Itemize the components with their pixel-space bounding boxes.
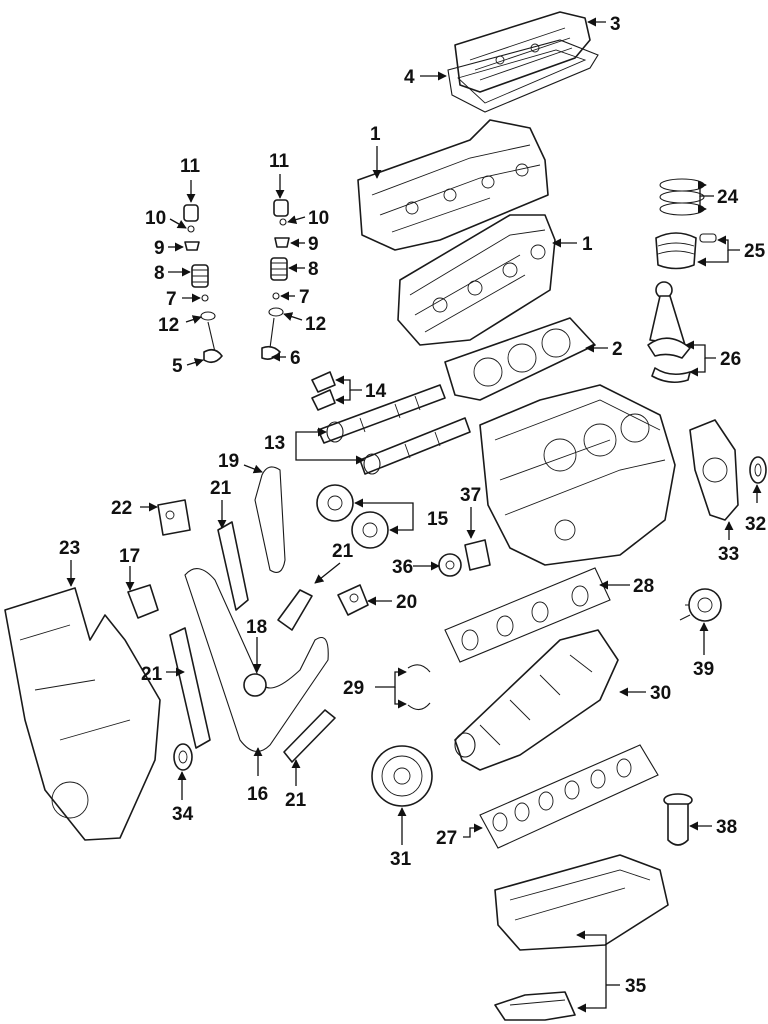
chain-guide-left [169,627,211,749]
callout-12: 12 [305,314,326,335]
callout-17: 17 [119,546,140,567]
callout-36: 36 [392,557,413,578]
callout-32: 32 [745,514,766,535]
callout-26: 26 [720,349,741,370]
callout-30: 30 [650,683,671,704]
callout-16: 16 [247,784,268,805]
callout-10: 10 [145,208,166,229]
callout-21: 21 [285,790,307,811]
callout-11: 11 [180,156,201,177]
callout-4: 4 [404,67,415,88]
callout-35: 35 [625,976,647,997]
camshafts [317,384,471,475]
callout-3: 3 [610,14,621,35]
callout-8: 8 [154,263,165,284]
callout-labels: 1 1 2 3 4 5 6 7 7 8 8 9 9 10 10 11 11 12… [59,14,766,997]
callout-39: 39 [693,659,714,680]
callout-14: 14 [365,381,387,402]
thrust-washers [407,664,431,711]
rear-main-seal [749,456,767,484]
callout-8: 8 [308,259,319,280]
callout-2: 2 [612,339,623,360]
valve-train-right [261,199,290,360]
idler-pulley [438,553,462,577]
leader-lines [66,17,762,1013]
callout-10: 10 [308,208,329,229]
callout-20: 20 [396,592,417,613]
callout-1: 1 [582,234,593,255]
oil-pickup [663,793,693,846]
callout-25: 25 [744,241,766,262]
callout-21: 21 [332,541,354,562]
callout-9: 9 [308,234,319,255]
timing-chain-upper [254,466,286,573]
connecting-rod [647,281,691,384]
callout-21: 21 [210,478,232,499]
callout-7: 7 [299,287,310,308]
valve-cover [454,11,591,93]
callout-37: 37 [460,485,481,506]
main-bearings-upper [444,567,611,663]
chain-tensioner [337,584,369,616]
piston-rings [659,178,705,216]
piston [655,232,717,270]
head-gasket [444,317,596,401]
callout-31: 31 [390,849,412,870]
callout-7: 7 [166,289,177,310]
cylinder-head-lower [397,214,556,346]
crankshaft [454,629,619,771]
callout-6: 6 [290,348,301,369]
oil-pan-lower [494,991,576,1021]
chain-guide-mid [277,589,313,631]
timing-cover [4,587,161,841]
main-bearings-lower [479,744,659,849]
callout-5: 5 [172,356,183,377]
callout-11: 11 [269,151,290,172]
callout-18: 18 [246,617,267,638]
callout-33: 33 [718,544,739,565]
cylinder-head-upper [357,119,549,251]
tensioner-bracket [157,499,191,536]
crank-sprocket [243,673,267,697]
engine-sensor [464,539,491,571]
engine-block [479,384,676,566]
camshaft-caps [311,371,336,411]
idler-bracket [127,584,159,619]
callout-23: 23 [59,538,80,559]
callout-21: 21 [141,664,163,685]
callout-19: 19 [218,451,239,472]
callout-38: 38 [716,817,737,838]
callout-27: 27 [436,828,457,849]
callout-28: 28 [633,576,654,597]
valve-train-left [183,204,223,364]
oil-pan-upper [494,854,669,951]
chain-guide-lower [283,709,336,763]
front-crank-seal [173,743,193,771]
valve-cover-gasket [447,39,599,113]
oil-filter-housing [679,588,722,622]
callout-9: 9 [154,238,165,259]
callout-13: 13 [264,433,285,454]
crank-pulley [371,745,433,807]
callout-15: 15 [427,509,449,530]
chain-guide-upper [217,521,249,611]
callout-1: 1 [370,124,381,145]
callout-34: 34 [172,804,194,825]
callout-12: 12 [158,315,179,336]
callout-24: 24 [717,187,739,208]
callout-22: 22 [111,498,132,519]
rear-cover [689,419,739,521]
cam-sprockets [316,484,389,549]
callout-29: 29 [343,678,364,699]
